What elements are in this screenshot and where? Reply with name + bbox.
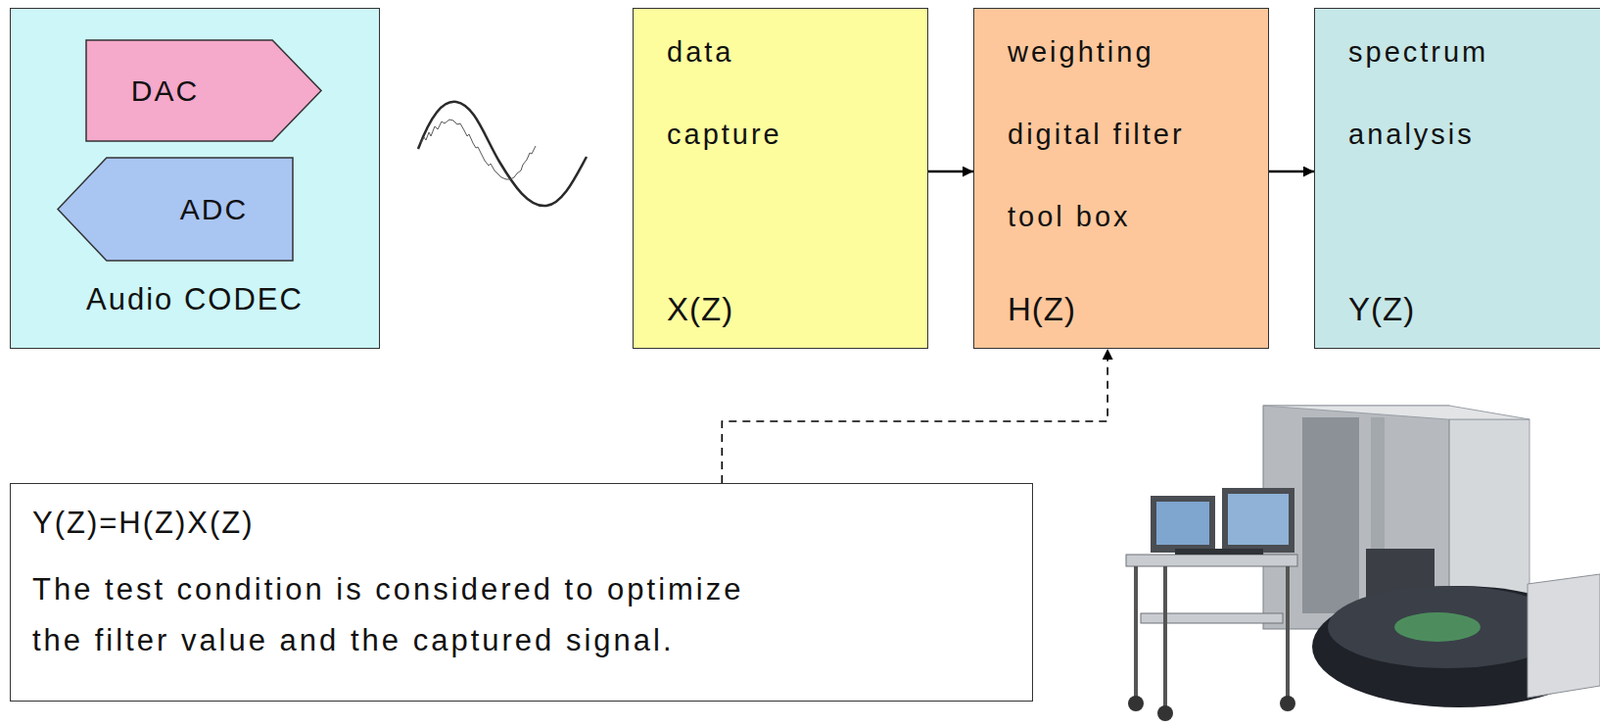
wheel <box>1157 705 1174 721</box>
flow-arrow <box>1269 170 1315 174</box>
monitor-screen <box>1156 501 1210 545</box>
tester-machine <box>1126 405 1600 721</box>
monitor-screen <box>1227 493 1289 545</box>
cabinet-front-panel <box>1302 417 1360 613</box>
desk-leg <box>1133 565 1138 698</box>
wheel <box>1128 695 1144 711</box>
node-formula: H(Z) <box>1007 288 1255 330</box>
dac-block: DAC <box>85 39 323 142</box>
note-box: Y(Z)=H(Z)X(Z) The test condition is consi… <box>9 482 1034 702</box>
desk-leg <box>1285 565 1290 698</box>
keyboard <box>1175 548 1264 555</box>
dashed-connector <box>721 348 1108 483</box>
desk-leg <box>1163 565 1168 707</box>
node-formula: The test condition is considered to opti… <box>32 564 797 666</box>
cabinet-top <box>1263 405 1530 420</box>
node-label: ADC <box>180 192 248 227</box>
sine-noise <box>421 119 536 180</box>
node-label: Audio CODEC <box>10 281 379 319</box>
load-board <box>1394 611 1481 642</box>
monitor <box>1222 487 1295 553</box>
process-box: spectrum analysisY(Z) <box>1314 7 1600 349</box>
node-label: Y(Z)=H(Z)X(Z) <box>32 501 1015 545</box>
pentagon-outline <box>85 39 323 142</box>
handler-tray <box>1527 573 1600 698</box>
wheel <box>1279 695 1296 711</box>
monitor <box>1150 495 1216 553</box>
node-formula: Y(Z) <box>1348 288 1590 330</box>
codec-panel: Audio CODEC DAC ADC <box>9 7 380 349</box>
process-box: data captureX(Z) <box>632 7 929 349</box>
desk-shelf <box>1140 612 1283 623</box>
adc-block: ADC <box>56 156 294 262</box>
pentagon-shape <box>86 40 322 142</box>
node-label: weighting digital filter tool box <box>1007 10 1214 258</box>
node-label: spectrum analysis <box>1348 10 1545 176</box>
pentagon-shape <box>57 157 293 261</box>
noisy-sine-wave <box>418 101 587 206</box>
pentagon-outline <box>56 156 294 262</box>
node-label: DAC <box>131 74 199 108</box>
process-box: weighting digital filter tool boxH(Z) <box>973 7 1270 349</box>
desk-top <box>1126 554 1298 566</box>
node-label: data capture <box>666 10 824 176</box>
flow-arrow <box>928 170 974 174</box>
node-formula: X(Z) <box>666 288 914 330</box>
